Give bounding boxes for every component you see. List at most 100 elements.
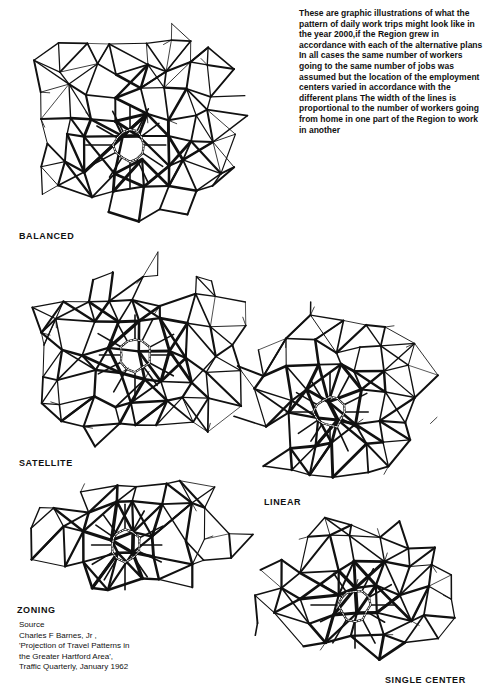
trip-line xyxy=(354,570,356,592)
trip-line xyxy=(350,536,381,538)
trip-line xyxy=(354,622,356,649)
trip-line xyxy=(183,142,213,160)
trip-line xyxy=(140,526,163,538)
trip-line xyxy=(164,72,166,88)
trip-line xyxy=(380,398,415,421)
trip-line xyxy=(139,306,160,321)
trip-line xyxy=(98,44,110,64)
trip-line xyxy=(81,492,89,513)
trip-line xyxy=(315,321,343,340)
trip-line xyxy=(195,277,197,294)
trip-line xyxy=(186,503,192,541)
trip-line xyxy=(115,98,147,114)
trip-line xyxy=(109,300,132,301)
trip-line xyxy=(47,144,65,162)
trip-line xyxy=(40,507,54,509)
trip-line xyxy=(116,486,119,502)
trip-line xyxy=(167,120,170,136)
trip-line xyxy=(161,382,192,383)
trip-line xyxy=(274,599,300,613)
trip-line xyxy=(109,277,143,302)
trip-line xyxy=(318,420,323,423)
trip-line xyxy=(186,323,188,358)
trip-line xyxy=(84,424,120,427)
trip-line xyxy=(337,398,344,405)
trip-line xyxy=(141,87,164,89)
trip-line xyxy=(123,130,130,132)
trip-line xyxy=(342,593,347,597)
trip-line xyxy=(192,383,209,399)
trip-line xyxy=(114,534,117,538)
trip-line xyxy=(308,535,330,537)
trip-line xyxy=(379,643,405,660)
trip-line xyxy=(109,44,148,65)
trip-line xyxy=(311,423,323,441)
trip-line xyxy=(388,440,410,467)
trip-line xyxy=(383,442,388,466)
trip-line xyxy=(375,585,378,612)
trip-line xyxy=(108,553,133,590)
trip-line xyxy=(56,302,89,319)
trip-line xyxy=(300,571,339,573)
trip-line xyxy=(385,392,415,398)
trip-line xyxy=(109,212,139,222)
trip-line xyxy=(44,319,56,345)
trip-line xyxy=(204,508,205,539)
trip-line xyxy=(343,405,346,412)
trip-line xyxy=(121,362,127,369)
trip-line xyxy=(124,562,126,590)
trip-line xyxy=(86,112,91,119)
trip-line xyxy=(169,186,197,191)
trip-line xyxy=(86,95,91,119)
trip-line xyxy=(127,340,135,342)
trip-line xyxy=(125,557,134,562)
trip-line xyxy=(99,354,121,356)
trip-line xyxy=(431,417,438,423)
trip-line xyxy=(109,191,114,212)
trip-line xyxy=(65,531,83,566)
trip-line xyxy=(213,167,235,186)
trip-line xyxy=(400,595,412,621)
trip-line xyxy=(117,487,136,502)
trip-line xyxy=(263,448,290,466)
trip-line xyxy=(188,191,197,215)
trip-line xyxy=(42,185,58,194)
trip-line xyxy=(67,118,71,134)
trip-line xyxy=(125,529,132,532)
trip-line xyxy=(207,47,209,65)
trip-line xyxy=(59,405,61,422)
trip-line xyxy=(59,42,88,44)
trip-line xyxy=(61,421,83,426)
trip-line xyxy=(42,403,62,421)
trip-line xyxy=(144,144,166,146)
trip-line xyxy=(51,402,60,405)
trip-line xyxy=(289,413,291,449)
trip-line xyxy=(169,160,183,186)
trip-line xyxy=(132,532,139,538)
trip-line xyxy=(31,508,53,528)
trip-line xyxy=(160,294,196,306)
trip-line xyxy=(82,531,85,562)
trip-line xyxy=(215,296,245,302)
trip-line xyxy=(160,318,170,351)
trip-line xyxy=(92,588,108,590)
trip-line xyxy=(40,92,41,119)
source-citation: Charles F Barnes, Jr , xyxy=(18,631,98,640)
trip-line xyxy=(161,382,167,401)
trip-line xyxy=(144,367,158,386)
trip-line xyxy=(41,167,58,186)
trip-line xyxy=(137,159,148,181)
trip-line xyxy=(385,549,409,562)
trip-line xyxy=(451,599,454,618)
trip-line xyxy=(141,137,144,145)
trip-line xyxy=(286,411,313,413)
trip-line xyxy=(110,157,123,177)
trip-line xyxy=(229,534,231,558)
trip-line xyxy=(282,560,300,573)
trip-line xyxy=(136,424,157,426)
trip-line xyxy=(384,634,393,635)
trip-line xyxy=(315,340,336,353)
trip-line xyxy=(206,372,208,398)
trip-line xyxy=(149,355,151,363)
trip-line xyxy=(139,544,162,546)
